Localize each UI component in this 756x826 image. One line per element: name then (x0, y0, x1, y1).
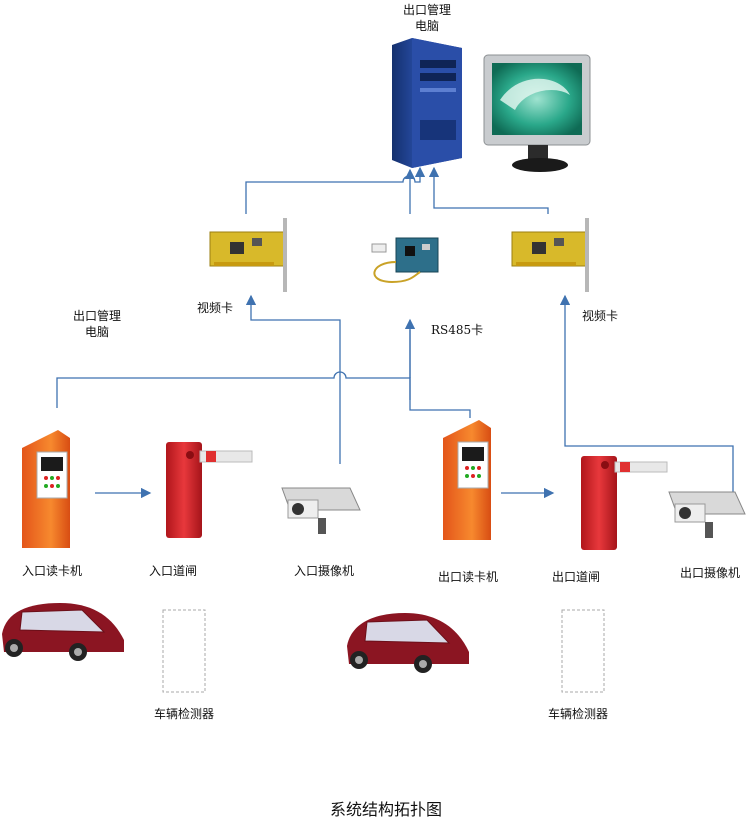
video-card-left-label: 视频卡 (197, 301, 234, 315)
server-title-line2: 电脑 (414, 19, 439, 33)
rs485-card-icon (371, 237, 439, 284)
entry-camera-label: 入口摄像机 (294, 564, 355, 578)
barrier-gate-icon (166, 442, 253, 538)
vehicle-detector-icon (162, 609, 206, 693)
server-icon (392, 38, 462, 168)
diagram-caption: 系统结构拓扑图 (330, 800, 443, 819)
entry-gate-label: 入口道闸 (149, 564, 198, 578)
left-title-line2: 电脑 (84, 325, 109, 339)
monitor-icon (483, 54, 591, 172)
exit-camera-label: 出口摄像机 (680, 566, 741, 580)
server-title: 出口管理 电脑 (392, 2, 462, 34)
detector-left-label: 车辆检测器 (154, 707, 215, 721)
car-icon (347, 613, 469, 673)
card-reader-icon (443, 420, 491, 540)
server-title-line1: 出口管理 (402, 3, 451, 17)
exit-gate-label: 出口道闸 (552, 570, 601, 584)
video-card-icon (209, 218, 287, 292)
video-card-icon (511, 218, 589, 292)
rs485-label: RS485卡 (431, 323, 484, 337)
left-title: 出口管理 电脑 (62, 308, 132, 340)
camera-icon (281, 487, 361, 534)
left-title-line1: 出口管理 (72, 309, 121, 323)
card-reader-icon (22, 430, 70, 548)
barrier-gate-icon (581, 456, 668, 550)
vehicle-detector-icon (561, 609, 605, 693)
exit-reader-label: 出口读卡机 (438, 570, 499, 584)
video-card-right-label: 视频卡 (582, 309, 619, 323)
entry-reader-label: 入口读卡机 (22, 564, 83, 578)
detector-right-label: 车辆检测器 (548, 707, 609, 721)
connection-lines (56, 166, 734, 499)
car-icon (2, 603, 124, 661)
camera-icon (668, 491, 746, 538)
